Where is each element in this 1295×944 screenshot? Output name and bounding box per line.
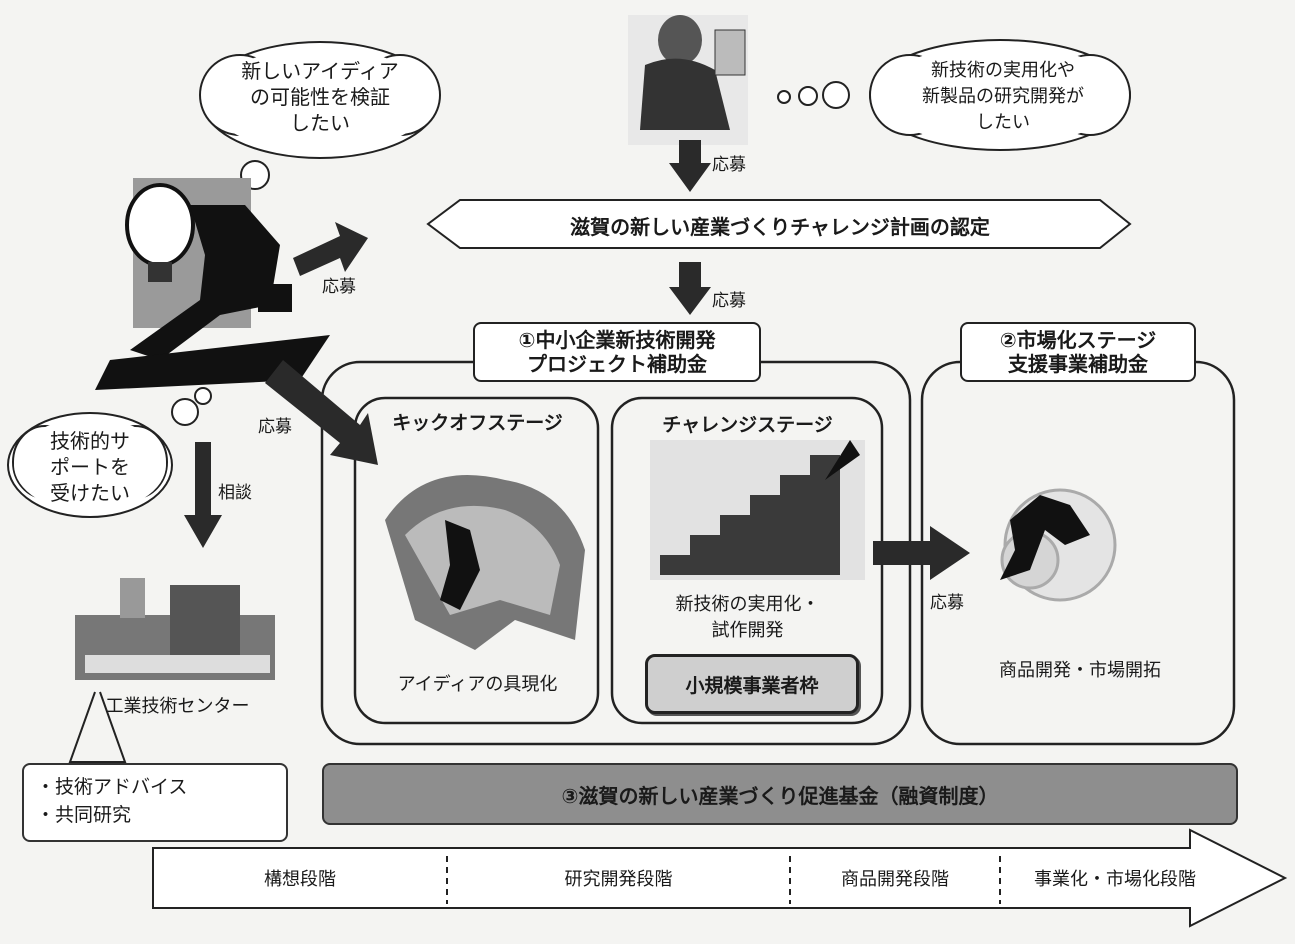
arrows bbox=[184, 140, 970, 580]
apply-label-right: 応募 bbox=[930, 593, 964, 613]
tech-center-name: 工業技術センター bbox=[105, 696, 250, 717]
tech-center-services: ・技術アドバイス ・共同研究 bbox=[22, 763, 288, 842]
program1-line-1: ①中小企業新技術開発 bbox=[518, 328, 716, 352]
support-pointer bbox=[68, 691, 127, 763]
apply-label-mid: 応募 bbox=[712, 291, 746, 311]
support-line-2: ポートを bbox=[50, 455, 130, 479]
program2-title: ②市場化ステージ 支援事業補助金 bbox=[960, 322, 1196, 382]
challenge-stage-title: チャレンジステージ bbox=[662, 414, 833, 436]
idea-line-2: の可能性を検証 bbox=[250, 85, 390, 109]
program1-title: ①中小企業新技術開発 プロジェクト補助金 bbox=[473, 322, 761, 382]
phase-research: 研究開発段階 bbox=[564, 869, 673, 890]
idea-cloud-text: 新しいアイディア の可能性を検証 したい bbox=[225, 58, 415, 136]
idea-line-1: 新しいアイディア bbox=[241, 59, 399, 83]
program1-line-2: プロジェクト補助金 bbox=[527, 352, 707, 376]
apply-label-left: 応募 bbox=[322, 277, 356, 297]
program2-line-1: ②市場化ステージ bbox=[999, 328, 1157, 352]
certification-banner: 滋賀の新しい産業づくりチャレンジ計画の認定 bbox=[570, 215, 990, 239]
computer-person-illustration bbox=[628, 15, 748, 145]
tech-line-2: 新製品の研究開発が bbox=[922, 86, 1084, 107]
idea-line-3: したい bbox=[290, 111, 350, 135]
apply-label-diag: 応募 bbox=[258, 417, 292, 437]
market-illustration bbox=[1000, 488, 1117, 602]
challenge-caption-line-2: 試作開発 bbox=[711, 620, 784, 641]
tech-cloud bbox=[777, 39, 1131, 151]
tech-center-illustration bbox=[75, 578, 275, 680]
service-joint-research: ・共同研究 bbox=[36, 804, 132, 826]
market-caption: 商品開発・市場開拓 bbox=[999, 660, 1161, 681]
consult-label: 相談 bbox=[218, 483, 252, 503]
kickoff-stage-title: キックオフステージ bbox=[392, 412, 563, 434]
small-business-frame-badge: 小規模事業者枠 bbox=[645, 654, 859, 714]
tech-line-1: 新技術の実用化や bbox=[931, 60, 1075, 81]
tech-cloud-text: 新技術の実用化や 新製品の研究開発が したい bbox=[888, 58, 1118, 136]
certification-banner-shape bbox=[426, 199, 1132, 249]
kickoff-caption: アイディアの具現化 bbox=[397, 674, 558, 695]
tech-line-3: したい bbox=[976, 112, 1030, 133]
support-line-1: 技術的サ bbox=[50, 429, 130, 453]
support-cloud-text: 技術的サ ポートを 受けたい bbox=[20, 428, 160, 506]
support-cloud bbox=[7, 387, 212, 518]
phase-timeline-arrow bbox=[152, 828, 1288, 928]
promotion-fund-bar: ③滋賀の新しい産業づくり促進基金（融資制度） bbox=[322, 763, 1238, 825]
idea-cloud bbox=[199, 41, 441, 202]
apply-label-top: 応募 bbox=[712, 155, 746, 175]
program2-line-2: 支援事業補助金 bbox=[1008, 352, 1148, 376]
challenge-illustration bbox=[650, 440, 865, 580]
support-line-3: 受けたい bbox=[50, 481, 130, 505]
phase-commercialization: 事業化・市場化段階 bbox=[1034, 869, 1196, 890]
challenge-caption-line-1: 新技術の実用化・ bbox=[675, 594, 820, 615]
kickoff-frame bbox=[353, 396, 600, 725]
idea-person-illustration bbox=[95, 178, 330, 390]
challenge-caption: 新技術の実用化・ 試作開発 bbox=[625, 592, 870, 644]
service-advice: ・技術アドバイス bbox=[36, 776, 188, 798]
phase-product: 商品開発段階 bbox=[841, 869, 949, 890]
kickoff-illustration bbox=[385, 475, 585, 650]
phase-concept: 構想段階 bbox=[264, 869, 336, 890]
